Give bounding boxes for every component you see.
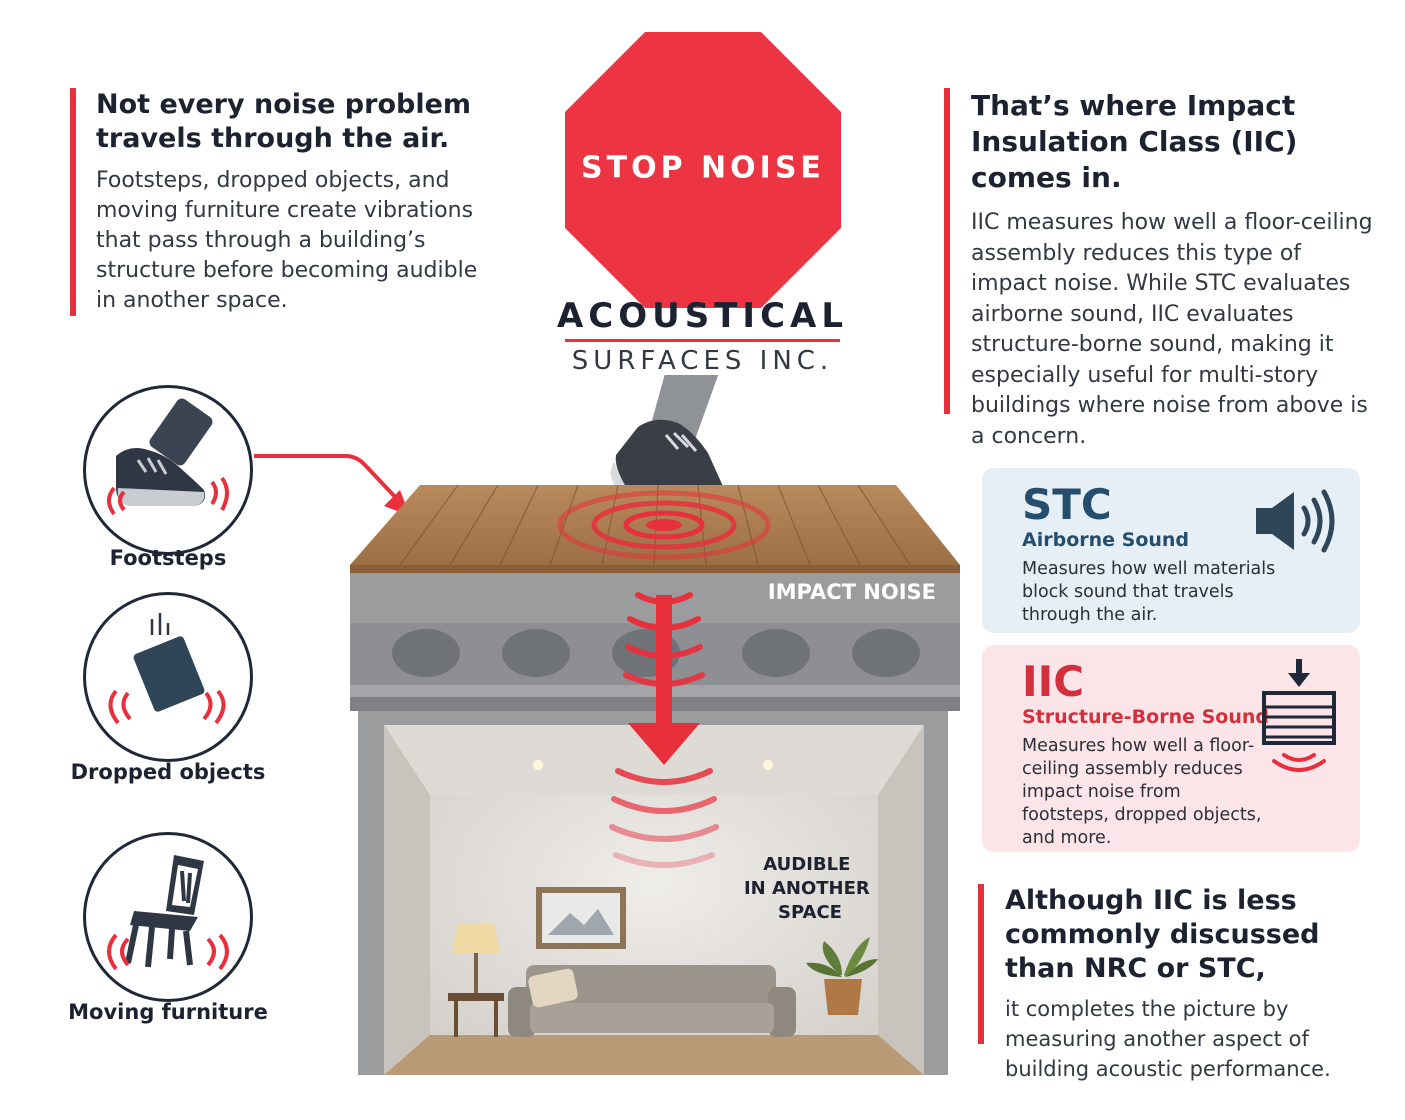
iic-card: IIC Structure-Borne Sound Measures how w… [982, 645, 1360, 852]
moving-furniture-label: Moving furniture [68, 1000, 268, 1024]
stc-description: Measures how well materials block sound … [1022, 559, 1276, 625]
stop-noise-text: STOP NOISE [581, 151, 825, 186]
speaker-icon [1256, 489, 1335, 553]
logo-divider [565, 339, 840, 342]
logo-sub: SURFACES INC. [571, 346, 834, 376]
iic-intro-block: That’s where Impact Insulation Class (II… [944, 88, 1374, 449]
footsteps-circle [83, 385, 253, 555]
stc-title: STC [1022, 480, 1112, 529]
intro-body: Footsteps, dropped objects, and moving f… [96, 168, 478, 313]
dropped-objects-circle [83, 592, 253, 762]
iic-intro-heading: That’s where Impact Insulation Class (II… [971, 89, 1298, 194]
closing-body: it completes the picture by measuring an… [1005, 997, 1331, 1081]
dropped-objects-label: Dropped objects [70, 760, 266, 784]
stop-noise-sign: STOP NOISE [565, 32, 841, 308]
iic-description: Measures how well a floor-ceiling assemb… [1022, 736, 1262, 848]
closing-heading: Although IIC is less commonly discussed … [1005, 885, 1320, 984]
iic-intro-body: IIC measures how well a floor-ceiling as… [971, 210, 1373, 449]
closing-block: Although IIC is less commonly discussed … [978, 884, 1378, 1081]
footsteps-label: Footsteps [109, 546, 227, 570]
moving-furniture-circle [83, 832, 253, 1002]
chair-icon [107, 855, 229, 971]
shoe-icon [107, 398, 229, 516]
audible-label: AUDIBLE IN ANOTHER SPACE [744, 854, 876, 923]
floor-ceiling-illustration: IMPACT NOISE AUDIBLE IN ANOTHER SPACE [350, 375, 960, 1075]
box-icon [108, 613, 226, 725]
logo-main: ACOUSTICAL [556, 296, 849, 336]
intro-block: Not every noise problem travels through … [70, 88, 490, 316]
impact-noise-label: IMPACT NOISE [768, 580, 936, 604]
iic-title: IIC [1022, 657, 1085, 706]
intro-heading: Not every noise problem travels through … [96, 89, 472, 154]
stc-card: STC Airborne Sound Measures how well mat… [982, 468, 1360, 633]
impact-layers-icon [1262, 659, 1336, 772]
iic-subtitle: Structure-Borne Sound [1022, 706, 1269, 728]
stc-subtitle: Airborne Sound [1022, 529, 1190, 551]
